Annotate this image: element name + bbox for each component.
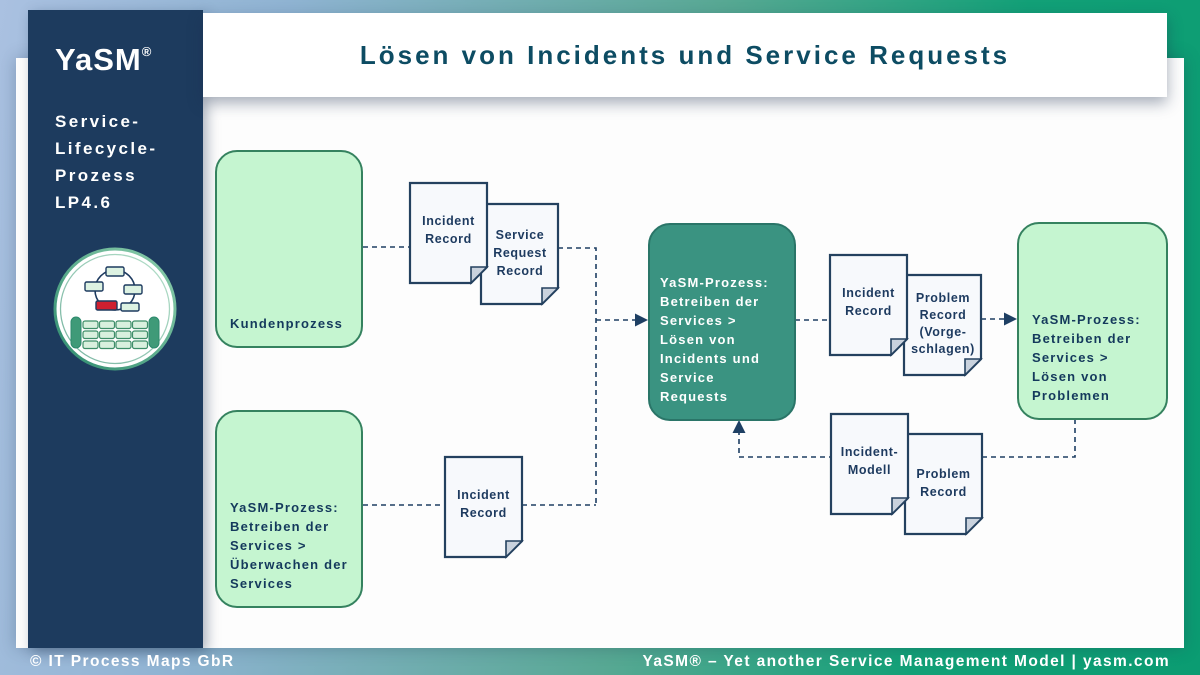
arrow-into-loesen-incidents-icon xyxy=(635,313,648,327)
document-problem-record-vorgeschlagen[interactable] xyxy=(902,273,983,377)
footer-tagline: YaSM® – Yet another Service Management M… xyxy=(642,652,1170,670)
sidebar: YaSM® Service- Lifecycle- Prozess LP4.6 xyxy=(28,10,203,648)
process-box-label: YaSM-Prozess: Betreiben der Services > L… xyxy=(1032,312,1141,403)
process-box-kundenprozess[interactable]: Kundenprozess xyxy=(215,150,363,348)
arrow-up-into-loesen-incidents-icon xyxy=(732,420,746,433)
process-box-ueberwachen-der-services[interactable]: YaSM-Prozess: Betreiben der Services > Ü… xyxy=(215,410,363,608)
arrowheads xyxy=(635,312,1017,433)
arrow-into-loesen-probleme-icon xyxy=(1004,312,1017,326)
service-lifecycle-icon xyxy=(50,244,180,374)
content-panel xyxy=(16,58,1184,648)
document-incident-record-2[interactable] xyxy=(443,455,524,559)
process-box-loesen-von-incidents[interactable]: YaSM-Prozess: Betreiben der Services > L… xyxy=(648,223,796,421)
process-box-label: Kundenprozess xyxy=(230,316,344,331)
document-label-problem-record-vorgeschlagen: Problem Record (Vorge- schlagen) xyxy=(911,291,975,356)
brand-name: YaSM xyxy=(55,42,142,77)
document-incident-record-1[interactable] xyxy=(408,181,489,285)
footer-copyright: © IT Process Maps GbR xyxy=(30,652,235,670)
process-box-loesen-von-problemen[interactable]: YaSM-Prozess: Betreiben der Services > L… xyxy=(1017,222,1168,420)
document-service-request-record[interactable] xyxy=(479,202,560,306)
document-label-incident-record-3: Incident Record xyxy=(842,286,895,318)
document-label-incident-modell: Incident- Modell xyxy=(840,445,899,477)
document-incident-modell[interactable] xyxy=(829,412,910,516)
document-label-service-request-record: Service Request Record xyxy=(493,228,547,278)
document-label-problem-record: Problem Record xyxy=(916,467,971,499)
document-label-incident-record-1: Incident Record xyxy=(422,214,475,246)
process-id-label: Service- Lifecycle- Prozess LP4.6 xyxy=(55,112,158,212)
document-incident-record-3[interactable] xyxy=(828,253,909,357)
dashed-connectors xyxy=(363,246,1076,506)
brand-logo: YaSM® xyxy=(55,42,203,78)
document-label-incident-record-2: Incident Record xyxy=(457,488,510,520)
document-problem-record[interactable] xyxy=(903,432,984,536)
page-title: Lösen von Incidents und Service Requests xyxy=(359,39,1011,70)
registered-mark: ® xyxy=(141,44,152,59)
title-bar: Lösen von Incidents und Service Requests xyxy=(203,13,1167,97)
process-box-label: YaSM-Prozess: Betreiben der Services > L… xyxy=(660,275,769,404)
process-box-label: YaSM-Prozess: Betreiben der Services > Ü… xyxy=(230,500,348,591)
